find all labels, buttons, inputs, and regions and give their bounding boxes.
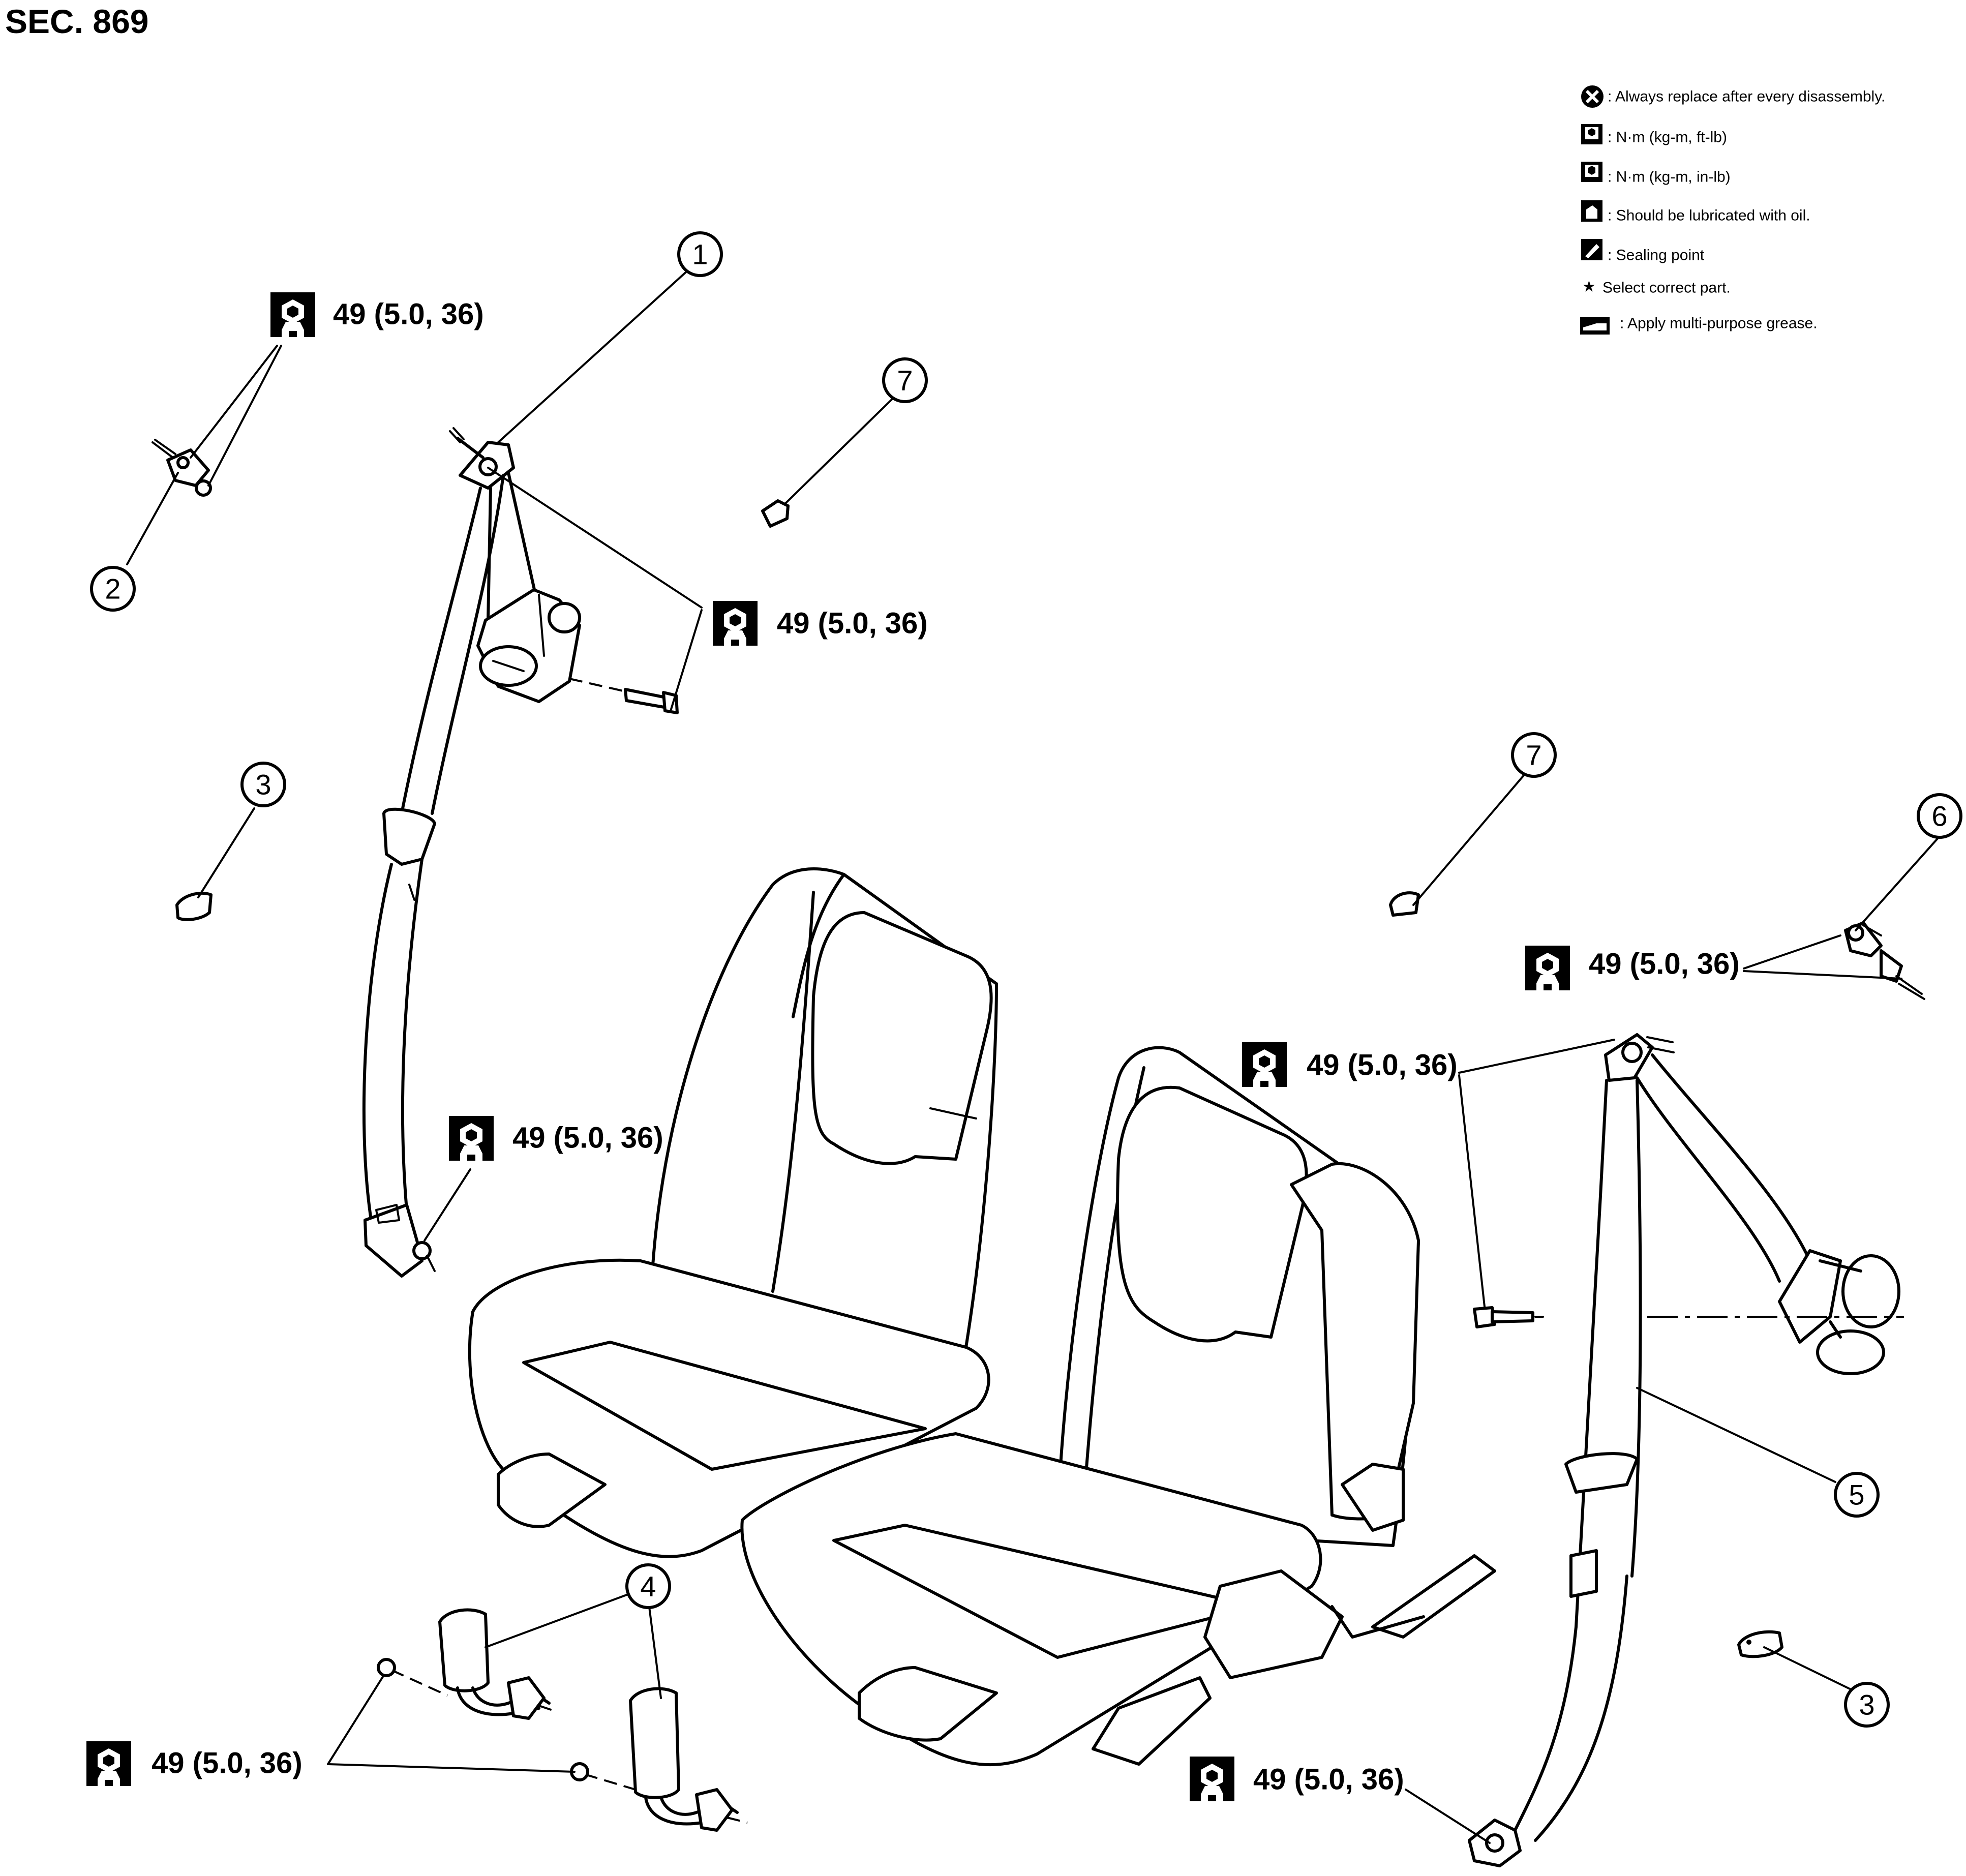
callout-2: 2 xyxy=(90,566,136,612)
buckle-bolt-line-2 xyxy=(584,1773,636,1791)
trim-cover-left xyxy=(175,891,213,921)
legend-item-select-part: Select correct part. xyxy=(1602,280,1731,296)
right-retractor xyxy=(1778,1249,1900,1375)
torque-wrench-icon xyxy=(1190,1757,1234,1801)
svg-text:6: 6 xyxy=(1931,800,1947,832)
svg-text:4: 4 xyxy=(640,1570,656,1602)
legend-item-nm-ft-lb: : N·m (kg-m, ft-lb) xyxy=(1608,129,1727,146)
torque-spec-3: 49 (5.0, 36) xyxy=(449,1116,663,1161)
svg-text:1: 1 xyxy=(692,238,708,270)
torque-wrench-filled-icon xyxy=(1581,162,1602,182)
callout-7-left: 7 xyxy=(882,357,928,403)
retractor-bolt-left xyxy=(624,688,679,714)
torque-wrench-icon xyxy=(449,1116,494,1161)
torque-wrench-icon xyxy=(86,1741,131,1786)
torque-wrench-icon xyxy=(1242,1042,1287,1087)
left-anchor-bracket xyxy=(152,439,212,497)
svg-text:7: 7 xyxy=(1526,739,1541,771)
buckle-nut-1 xyxy=(377,1658,396,1677)
oil-can-icon xyxy=(1581,200,1602,222)
star-icon: ★ xyxy=(1582,279,1596,295)
svg-text:3: 3 xyxy=(255,769,271,801)
svg-text:49 (5.0, 36): 49 (5.0, 36) xyxy=(1253,1763,1404,1796)
grease-icon xyxy=(1580,317,1610,335)
cap-right xyxy=(1389,891,1420,917)
svg-text:49 (5.0, 36): 49 (5.0, 36) xyxy=(333,298,484,331)
svg-text:49 (5.0, 36): 49 (5.0, 36) xyxy=(152,1747,303,1780)
rear-bench-seat xyxy=(468,867,1496,1767)
legend-item-sealing: : Sealing point xyxy=(1608,247,1705,264)
callout-7-right: 7 xyxy=(1511,732,1557,778)
torque-wrench-icon xyxy=(270,292,315,337)
legend: : Always replace after every disassembly… xyxy=(1580,85,1885,335)
left-seat-belt-assembly xyxy=(362,427,679,1278)
svg-text:49 (5.0, 36): 49 (5.0, 36) xyxy=(512,1122,663,1155)
left-retractor xyxy=(476,588,581,703)
callout-6: 6 xyxy=(1917,793,1962,839)
right-seat-belt-assembly xyxy=(1468,1033,1904,1867)
cap-left xyxy=(761,499,790,528)
buckle-bolt-line-1 xyxy=(391,1669,448,1697)
legend-item-lubricate: : Should be lubricated with oil. xyxy=(1608,207,1810,224)
svg-text:2: 2 xyxy=(105,573,120,605)
right-anchor-bracket xyxy=(1844,921,1925,1000)
torque-spec-4: 49 (5.0, 36) xyxy=(1525,946,1740,990)
svg-text:5: 5 xyxy=(1849,1479,1864,1511)
buckle-assembly-2 xyxy=(629,1687,748,1832)
svg-text:3: 3 xyxy=(1859,1689,1874,1721)
legend-item-replace: : Always replace after every disassembly… xyxy=(1608,88,1885,105)
section-title: SEC. 869 xyxy=(5,3,149,40)
torque-spec-2: 49 (5.0, 36) xyxy=(713,601,928,646)
callout-1: 1 xyxy=(677,231,723,277)
torque-spec-6: 49 (5.0, 36) xyxy=(86,1741,303,1786)
svg-text:49 (5.0, 36): 49 (5.0, 36) xyxy=(777,607,928,640)
callout-4: 4 xyxy=(625,1563,671,1609)
callout-3-left: 3 xyxy=(240,762,286,807)
replace-icon xyxy=(1581,85,1604,108)
torque-spec-1: 49 (5.0, 36) xyxy=(270,292,484,337)
legend-item-nm-in-lb: : N·m (kg-m, in-lb) xyxy=(1608,169,1731,186)
svg-text:49 (5.0, 36): 49 (5.0, 36) xyxy=(1307,1049,1458,1082)
legend-item-grease: : Apply multi-purpose grease. xyxy=(1620,315,1818,332)
torque-wrench-icon xyxy=(1525,946,1570,990)
callout-3-right: 3 xyxy=(1844,1682,1890,1728)
sealing-icon xyxy=(1581,239,1602,260)
torque-spec-7: 49 (5.0, 36) xyxy=(1190,1757,1404,1801)
torque-wrench-icon xyxy=(713,601,758,646)
leader-lines xyxy=(126,268,1941,1844)
callout-5: 5 xyxy=(1834,1472,1880,1518)
svg-text:49 (5.0, 36): 49 (5.0, 36) xyxy=(1589,948,1740,981)
torque-spec-5: 49 (5.0, 36) xyxy=(1242,1042,1458,1087)
svg-text:7: 7 xyxy=(897,365,913,397)
torque-wrench-icon xyxy=(1581,124,1602,144)
retractor-bolt-right xyxy=(1473,1306,1534,1328)
buckle-assembly-1 xyxy=(438,1608,555,1720)
